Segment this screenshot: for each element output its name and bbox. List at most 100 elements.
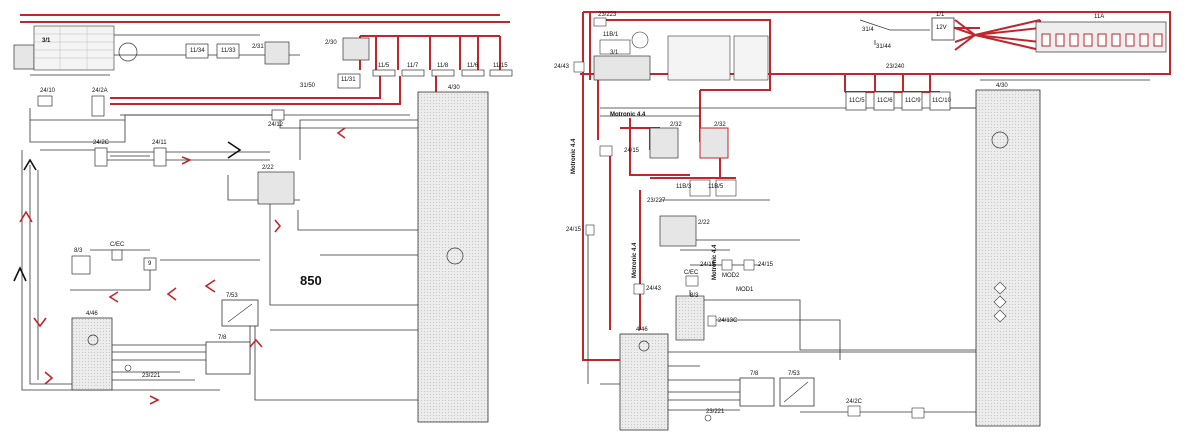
label-12v: 12V	[936, 25, 947, 31]
r-module-4-46-clock-icon	[638, 340, 650, 352]
label-motronic-a: Motronic 4.4	[571, 138, 577, 174]
label-r-8-3: 8/3	[690, 293, 699, 299]
label-9: 9	[148, 261, 152, 267]
fuse-11-33	[216, 43, 240, 59]
label-24-2a: 24/2A	[92, 88, 108, 94]
label-31-4: 31/4	[862, 27, 874, 33]
fuse-11b-1	[599, 39, 631, 55]
mod1-connector	[743, 259, 755, 271]
r-3-1-table-2	[733, 35, 769, 81]
label-2-32-b: 2/32	[714, 122, 726, 128]
label-11-33: 11/33	[221, 48, 236, 54]
connector-24-15-b	[585, 224, 595, 236]
label-24-12: 24/12	[268, 122, 284, 128]
connector-24-12	[271, 109, 285, 121]
label-motronic-b: Motronic 4.4	[610, 112, 646, 118]
lamp-23-221	[124, 364, 132, 372]
label-2-22-r: 2/22	[698, 220, 710, 226]
label-11-31: 11/31	[341, 77, 356, 83]
label-11a: 11A	[1094, 14, 1105, 20]
ecu-4-30-right-clock-icon	[991, 131, 1009, 149]
relay-2-30	[342, 37, 370, 61]
label-2-31: 2/31	[252, 44, 264, 50]
r-3-1-table	[667, 35, 731, 81]
connector-3-r	[911, 407, 925, 419]
label-2-22: 2/22	[262, 165, 274, 171]
connector-24-43-b	[633, 283, 645, 295]
left-panel	[13, 14, 513, 423]
label-11-34: 11/34	[190, 48, 205, 54]
left-red-annotation-arrows	[19, 127, 346, 405]
connector-24-10	[37, 95, 53, 107]
battery-1-1	[931, 17, 955, 41]
left-black-annotation-arrows	[13, 141, 242, 282]
label-31-50: 31/50	[300, 83, 316, 89]
fuse-row-11	[372, 69, 513, 77]
3-1-switch-table	[33, 25, 115, 71]
label-8-3: 8/3	[74, 248, 83, 254]
label-23-223: 23/223	[598, 12, 617, 18]
label-24-13c: 24/13C	[718, 318, 738, 324]
right-panel	[573, 11, 1171, 431]
label-11-5: 11/5	[378, 63, 390, 69]
sensor-8-3	[71, 255, 91, 275]
label-r-7-53: 7/53	[788, 371, 800, 377]
label-11c-5: 11C/5	[849, 98, 865, 104]
r-3-1-switch	[593, 55, 651, 81]
label-31-44: 31/44	[876, 44, 892, 50]
r-ignition-switch-symbol	[631, 31, 649, 49]
connector-24-2c-r	[847, 405, 861, 417]
label-11c-10: 11C/10	[932, 98, 951, 104]
model-label-850: 850	[300, 273, 322, 288]
label-mod1: MOD1	[736, 287, 754, 293]
label-23-227: 23/227	[647, 198, 666, 204]
label-3-1: 3/1	[42, 38, 51, 44]
label-23-221: 23/221	[142, 373, 161, 379]
label-4-30-left: 4/30	[448, 85, 460, 91]
relay-2-22-r	[659, 215, 697, 247]
module-7-8	[205, 341, 251, 375]
ecu-4-30-right-diodes	[993, 281, 1007, 323]
label-motronic-c: Motronic 4.4	[632, 242, 638, 278]
r-module-7-53	[779, 377, 815, 407]
label-7-53: 7/53	[226, 293, 238, 299]
connector-24-13c	[707, 315, 717, 327]
label-r-4-46: 4/46	[636, 327, 648, 333]
label-11-6: 11/6	[467, 63, 479, 69]
connector-24-2c	[94, 147, 108, 167]
fuse-11-31	[337, 73, 361, 89]
3-1-table-grid	[34, 26, 114, 70]
label-11b-3: 11B/3	[676, 184, 692, 190]
label-23-240: 23/240	[886, 64, 905, 70]
r-lamp-23-221	[704, 414, 712, 422]
label-11c-9: 11C/9	[905, 98, 921, 104]
ecu-4-30-left	[417, 91, 489, 423]
label-4-46: 4/46	[86, 311, 98, 317]
r-module-7-8	[739, 377, 775, 407]
label-11-7: 11/7	[407, 63, 419, 69]
ignition-switch-symbol	[118, 42, 138, 62]
label-motronic-d: Motronic 4.4	[712, 244, 718, 280]
label-24-15-c: 24/15	[700, 262, 716, 268]
label-r-23-221: 23/221	[706, 409, 725, 415]
label-4-30-right: 4/30	[996, 83, 1008, 89]
label-11-15: 11/15	[493, 63, 508, 69]
connector-24-43	[573, 61, 585, 73]
left-red-harness	[20, 14, 510, 105]
label-c-ec: C/EC	[110, 242, 125, 248]
r-module-4-46	[619, 333, 669, 431]
label-mod2: MOD2	[722, 273, 740, 279]
relay-2-32-a	[649, 127, 679, 159]
fuse-box-11a-fuses	[1041, 33, 1163, 47]
label-r-7-8: 7/8	[750, 371, 759, 377]
label-24-10: 24/10	[40, 88, 56, 94]
connector-24-11	[153, 147, 167, 167]
relay-2-32-b	[699, 127, 729, 159]
fuse-11-34	[185, 43, 209, 59]
mod2-connector	[721, 259, 733, 271]
label-11c-6: 11C/6	[877, 98, 893, 104]
module-4-46-clock-icon	[87, 334, 99, 346]
label-24-11: 24/11	[152, 140, 167, 146]
connector-24-15	[599, 145, 613, 157]
